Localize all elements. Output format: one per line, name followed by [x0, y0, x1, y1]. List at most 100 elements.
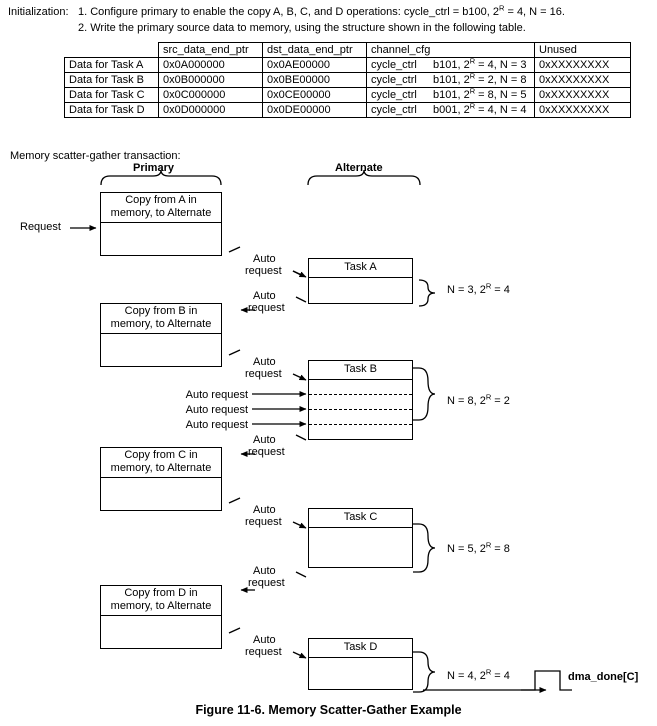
- task-a-params-superscript: R: [485, 281, 492, 291]
- table-header-row: src_data_end_ptr dst_data_end_ptr channe…: [65, 42, 631, 58]
- auto-request-label-a-in-word1: Auto: [253, 253, 276, 265]
- cfg-value-superscript: R: [469, 71, 476, 81]
- task-b-brace-tails: [413, 367, 419, 421]
- cell-unused: 0xXXXXXXXX: [534, 87, 631, 103]
- task-a-params: N = 3, 2R = 4: [447, 281, 510, 296]
- task-c-brace-tails: [413, 523, 419, 573]
- table-row: Data for Task D 0x0D000000 0x0DE00000 cy…: [64, 101, 631, 118]
- primary-box-d-line1: Copy from D in: [124, 587, 198, 599]
- cell-src-ptr: 0x0A000000: [158, 57, 263, 73]
- auto-req-d-in-arrow: [292, 651, 307, 659]
- auto-req-a-in-arrow: [292, 270, 307, 278]
- primary-box-copy-c: Copy from C in memory, to Alternate: [100, 447, 222, 511]
- task-c-params-pre: N = 5, 2: [447, 543, 486, 555]
- task-box-a: Task A: [308, 258, 413, 304]
- task-b-params-superscript: R: [485, 392, 492, 402]
- task-c-params-post: = 8: [491, 543, 510, 555]
- dma-done-label: dma_done[C]: [568, 671, 639, 683]
- auto-request-label-d-in-word2: request: [245, 646, 282, 658]
- task-box-b-divider: [309, 424, 412, 425]
- task-b-params-pre: N = 8, 2: [447, 395, 486, 407]
- auto-request-label-c-in-word2: request: [245, 516, 282, 528]
- auto-req-c-in-arrow: [292, 521, 307, 529]
- cell-task-name: Data for Task A: [64, 57, 159, 73]
- table-row: Data for Task C 0x0C000000 0x0CE00000 cy…: [64, 86, 631, 103]
- auto-request-label-b-row3: Auto request: [185, 419, 248, 431]
- cell-src-ptr: 0x0D000000: [158, 102, 263, 118]
- cfg-register-name: cycle_ctrl: [371, 59, 417, 71]
- primary-box-b-header: Copy from B in memory, to Alternate: [101, 304, 221, 334]
- auto-request-label-c-in-word1: Auto: [253, 504, 276, 516]
- task-d-brace: [418, 651, 436, 693]
- column-header-unused: Unused: [534, 42, 631, 58]
- cell-channel-cfg: cycle_ctrl b101, 2R = 4, N = 3: [366, 56, 535, 73]
- cell-dst-ptr: 0x0AE00000: [262, 57, 367, 73]
- request-label: Request: [20, 221, 61, 233]
- column-header-channel-cfg: channel_cfg: [366, 42, 535, 58]
- task-d-params-superscript: R: [485, 667, 492, 677]
- primary-box-c-header: Copy from C in memory, to Alternate: [101, 448, 221, 478]
- auto-req-c-out-tick: [295, 571, 307, 578]
- task-box-d-title: Task D: [309, 639, 412, 658]
- auto-request-label-b-in-word1: Auto: [253, 356, 276, 368]
- task-box-b-title: Task B: [309, 361, 412, 380]
- task-d-params-pre: N = 4, 2: [447, 670, 486, 682]
- task-d-brace-tails: [413, 651, 419, 693]
- cfg-value: b101, 2R = 4, N = 3: [433, 56, 527, 71]
- cfg-value-pre: b101, 2: [433, 89, 470, 101]
- cfg-value-post: = 4, N = 3: [475, 59, 527, 71]
- cfg-register-name: cycle_ctrl: [371, 74, 417, 86]
- cfg-value-pre: b101, 2: [433, 59, 470, 71]
- table-row: Data for Task B 0x0B000000 0x0BE00000 cy…: [64, 71, 631, 88]
- cfg-value-superscript: R: [469, 86, 476, 96]
- cell-src-ptr: 0x0C000000: [158, 87, 263, 103]
- primary-column-title: Primary: [133, 162, 174, 174]
- task-b-params: N = 8, 2R = 2: [447, 392, 510, 407]
- auto-request-label-c-out-word1: Auto: [253, 565, 276, 577]
- cfg-value-superscript: R: [469, 101, 476, 111]
- cfg-value-pre: b001, 2: [433, 104, 470, 116]
- cfg-value-superscript: R: [469, 56, 476, 66]
- cell-channel-cfg: cycle_ctrl b101, 2R = 8, N = 5: [366, 86, 535, 103]
- auto-req-d-in-tick: [228, 627, 241, 634]
- cfg-value-post: = 4, N = 4: [475, 104, 527, 116]
- cfg-value-post: = 2, N = 8: [475, 74, 527, 86]
- cell-unused: 0xXXXXXXXX: [534, 57, 631, 73]
- primary-box-a-line1: Copy from A in: [125, 194, 197, 206]
- auto-request-label-b-out-word2: request: [248, 446, 285, 458]
- primary-box-d-header: Copy from D in memory, to Alternate: [101, 586, 221, 616]
- table-corner-cell: [65, 43, 159, 58]
- auto-request-label-a-out-word1: Auto: [253, 290, 276, 302]
- initialization-label: Initialization:: [8, 6, 69, 18]
- init-step-1-pre: 1. Configure primary to enable the copy …: [78, 6, 499, 18]
- init-step-1-post: = 4, N = 16.: [504, 6, 565, 18]
- auto-request-label-a-in-word2: request: [245, 265, 282, 277]
- task-a-brace: [418, 279, 436, 307]
- auto-req-b-in-tick: [228, 349, 241, 356]
- alternate-column-title: Alternate: [335, 162, 383, 174]
- task-d-params-post: = 4: [491, 670, 510, 682]
- table-row: Data for Task A 0x0A000000 0x0AE00000 cy…: [64, 56, 631, 73]
- primary-box-copy-d: Copy from D in memory, to Alternate: [100, 585, 222, 649]
- initialization-step-1: 1. Configure primary to enable the copy …: [78, 4, 565, 18]
- auto-req-c-in-tick: [228, 497, 241, 504]
- auto-request-label-b-row2: Auto request: [185, 404, 248, 416]
- task-box-d: Task D: [308, 638, 413, 690]
- auto-req-a-in-stub: [292, 270, 304, 277]
- primary-box-b-line2: memory, to Alternate: [110, 318, 212, 330]
- dma-done-pulse-icon: [521, 670, 572, 691]
- auto-request-label-a-out-word2: request: [248, 302, 285, 314]
- cell-unused: 0xXXXXXXXX: [534, 102, 631, 118]
- primary-box-a-header: Copy from A in memory, to Alternate: [101, 193, 221, 223]
- task-box-c: Task C: [308, 508, 413, 568]
- cfg-register-name: cycle_ctrl: [371, 104, 417, 116]
- auto-req-b-in-arrow: [292, 373, 307, 381]
- primary-box-c-line1: Copy from C in: [124, 449, 198, 461]
- auto-request-label-b-in-word2: request: [245, 368, 282, 380]
- cell-dst-ptr: 0x0BE00000: [262, 72, 367, 88]
- task-c-brace: [418, 523, 436, 573]
- cell-task-name: Data for Task D: [64, 102, 159, 118]
- figure-caption: Figure 11-6. Memory Scatter-Gather Examp…: [195, 703, 462, 717]
- task-a-params-post: = 4: [491, 284, 510, 296]
- initialization-step-2: 2. Write the primary source data to memo…: [78, 22, 526, 34]
